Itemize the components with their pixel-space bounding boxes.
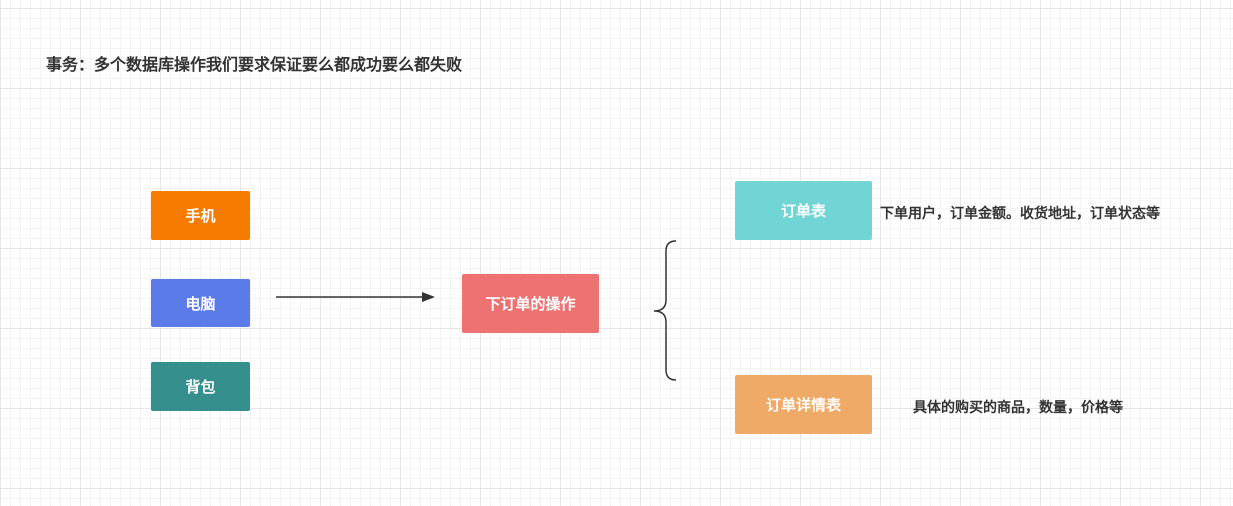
order-table-note: 下单用户，订单金额。收货地址，订单状态等: [880, 206, 1160, 222]
order-detail-table-box: 订单详情表: [735, 375, 872, 434]
arrow-head-icon: [422, 292, 435, 302]
place-order-operation-label: 下订单的操作: [485, 295, 576, 313]
place-order-operation-box: 下订单的操作: [462, 274, 599, 333]
order-detail-table-note: 具体的购买的商品，数量，价格等: [913, 400, 1123, 416]
curly-brace: [653, 240, 677, 381]
diagram-title: 事务：多个数据库操作我们要求保证要么都成功要么都失败: [46, 55, 463, 74]
computer-label: 电脑: [185, 294, 216, 313]
order-detail-table-label: 订单详情表: [765, 396, 841, 414]
order-table-box: 订单表: [735, 181, 872, 240]
backpack-label: 背包: [185, 378, 216, 396]
phone-box: 手机: [151, 191, 250, 240]
computer-box: 电脑: [151, 279, 250, 327]
order-table-label: 订单表: [780, 202, 826, 220]
phone-label: 手机: [185, 207, 216, 225]
backpack-box: 背包: [151, 362, 250, 411]
